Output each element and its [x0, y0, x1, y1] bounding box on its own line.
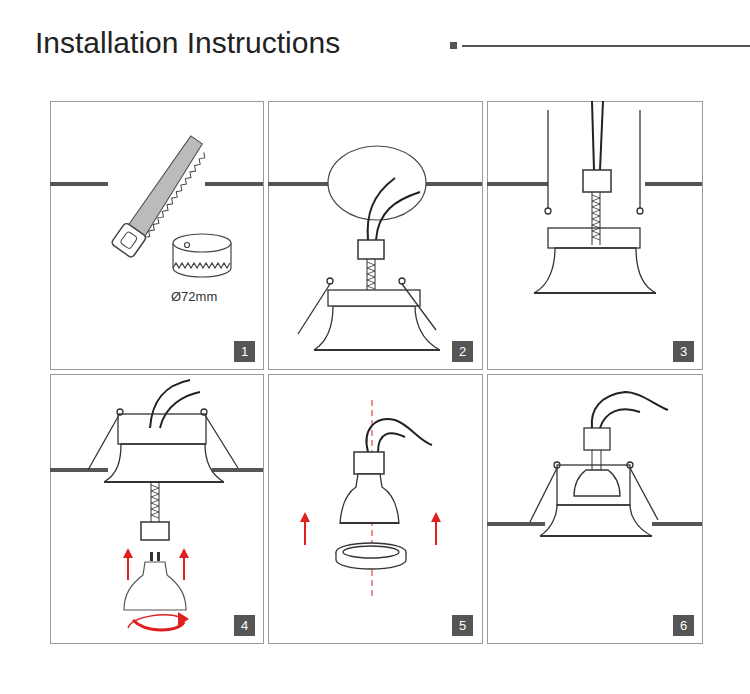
step-badge: 3	[673, 341, 694, 362]
step-badge: 5	[452, 615, 473, 636]
step-number: 3	[680, 344, 687, 359]
step-badge: 1	[234, 341, 255, 362]
page-title: Installation Instructions	[35, 26, 340, 60]
step-number: 2	[459, 344, 466, 359]
step-number: 6	[680, 618, 687, 633]
step-number: 1	[241, 344, 248, 359]
step-number: 5	[459, 618, 466, 633]
step-badge: 6	[673, 615, 694, 636]
step-badge: 2	[452, 341, 473, 362]
step-badge: 4	[234, 615, 255, 636]
step-number: 4	[241, 618, 248, 633]
dimension-label: Ø72mm	[171, 289, 217, 304]
